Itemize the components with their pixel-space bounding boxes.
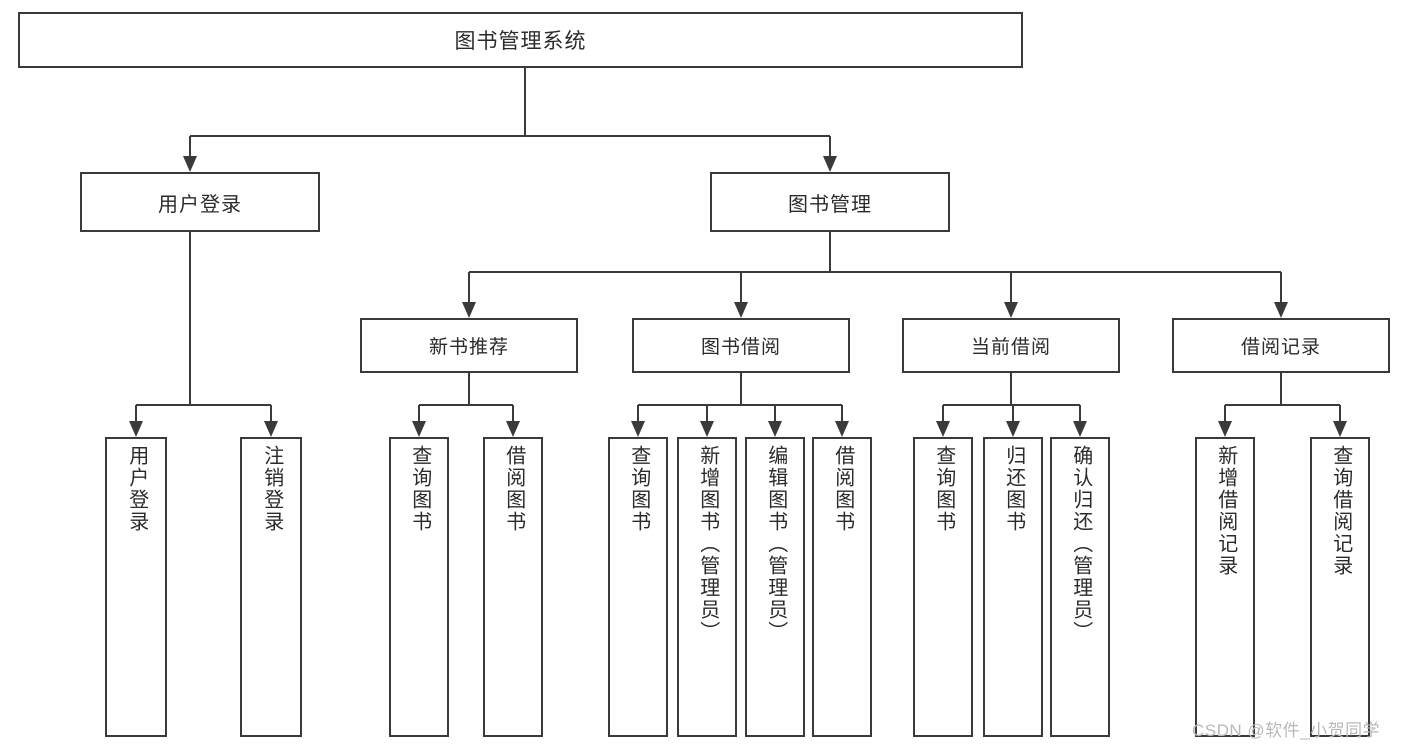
node-leaf-record-query[interactable]: 查询借阅记录	[1310, 437, 1370, 737]
node-label: 新增图书（管理员）	[696, 445, 719, 643]
node-borrow-record[interactable]: 借阅记录	[1172, 318, 1390, 373]
node-leaf-record-add[interactable]: 新增借阅记录	[1195, 437, 1255, 737]
node-label: 借阅图书	[831, 445, 854, 533]
node-leaf-rec-borrow-book[interactable]: 借阅图书	[483, 437, 543, 737]
node-current-borrow[interactable]: 当前借阅	[902, 318, 1120, 373]
node-label: 图书管理系统	[454, 30, 587, 53]
node-label: 新增借阅记录	[1214, 445, 1237, 577]
node-leaf-user-logout[interactable]: 注销登录	[240, 437, 302, 737]
node-label: 新书推荐	[428, 337, 509, 358]
node-label: 编辑图书（管理员）	[764, 445, 787, 643]
node-label: 查询图书	[932, 445, 955, 533]
node-label: 查询图书	[408, 445, 431, 533]
node-label: 用户登录	[158, 193, 242, 216]
node-user-login[interactable]: 用户登录	[80, 172, 320, 232]
node-leaf-current-confirm-return[interactable]: 确认归还（管理员）	[1050, 437, 1110, 737]
node-label: 图书借阅	[700, 337, 781, 358]
node-label: 查询图书	[627, 445, 650, 533]
node-label: 图书管理	[788, 193, 872, 216]
node-label: 归还图书	[1002, 445, 1025, 533]
node-new-book-recommend[interactable]: 新书推荐	[360, 318, 578, 373]
node-label: 用户登录	[125, 445, 148, 533]
node-root-system[interactable]: 图书管理系统	[18, 12, 1023, 68]
node-label: 借阅图书	[502, 445, 525, 533]
node-leaf-borrow-query-book[interactable]: 查询图书	[608, 437, 668, 737]
node-label: 查询借阅记录	[1329, 445, 1352, 577]
node-leaf-rec-query-book[interactable]: 查询图书	[389, 437, 449, 737]
node-label: 注销登录	[260, 445, 283, 533]
watermark-credit: CSDN @软件_小贺同学	[1192, 721, 1381, 740]
node-label: 借阅记录	[1240, 337, 1321, 358]
node-label: 当前借阅	[970, 337, 1051, 358]
node-leaf-borrow-edit-book[interactable]: 编辑图书（管理员）	[745, 437, 805, 737]
node-leaf-user-login[interactable]: 用户登录	[105, 437, 167, 737]
node-book-borrow[interactable]: 图书借阅	[632, 318, 850, 373]
node-leaf-current-query-book[interactable]: 查询图书	[913, 437, 973, 737]
node-leaf-borrow-add-book[interactable]: 新增图书（管理员）	[677, 437, 737, 737]
node-book-manage[interactable]: 图书管理	[710, 172, 950, 232]
node-leaf-current-return-book[interactable]: 归还图书	[983, 437, 1043, 737]
node-label: 确认归还（管理员）	[1069, 445, 1092, 643]
node-leaf-borrow-borrow-book[interactable]: 借阅图书	[812, 437, 872, 737]
